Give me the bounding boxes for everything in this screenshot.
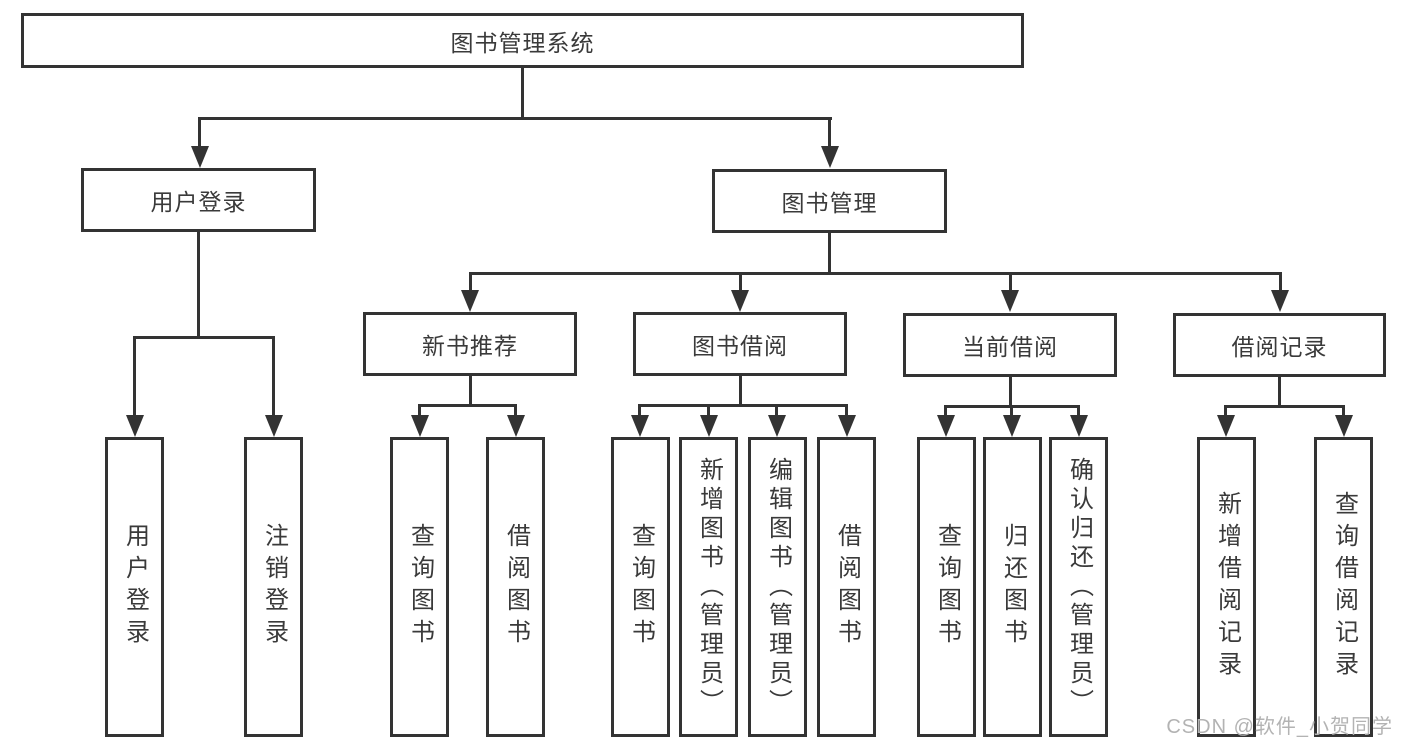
connector-line: [1278, 272, 1282, 292]
arrowhead-down-icon: [837, 415, 856, 437]
connector-line: [638, 404, 848, 407]
connector-line: [133, 336, 136, 415]
node-borrowing-records: 借阅记录: [1173, 313, 1386, 377]
arrowhead-down-icon: [1216, 415, 1235, 437]
node-label: 当前借阅: [962, 334, 1058, 360]
connector-line: [198, 117, 201, 148]
leaf-add-book-admin: 新增图书（管理员）: [679, 437, 738, 737]
leaf-user-login: 用户登录: [105, 437, 164, 737]
leaf-label: 注销登录: [260, 523, 288, 651]
connector-line: [468, 272, 1282, 275]
leaf-borrow-books-recommend: 借阅图书: [486, 437, 545, 737]
leaf-borrow-books: 借阅图书: [817, 437, 876, 737]
node-label: 用户登录: [150, 189, 247, 215]
leaf-label: 归还图书: [999, 523, 1027, 651]
leaf-query-books-borrow: 查询图书: [611, 437, 670, 737]
connector-line: [521, 67, 524, 120]
node-book-borrowing: 图书借阅: [633, 312, 847, 376]
leaf-label: 确认归还（管理员）: [1065, 456, 1093, 718]
connector-line: [1008, 377, 1012, 408]
connector-line: [707, 404, 710, 417]
leaf-edit-book-admin: 编辑图书（管理员）: [748, 437, 807, 737]
leaf-label: 用户登录: [121, 523, 149, 651]
node-label: 图书管理: [781, 190, 878, 216]
leaf-label: 查询图书: [933, 523, 961, 651]
connector-line: [197, 232, 200, 337]
leaf-logout: 注销登录: [244, 437, 303, 737]
arrowhead-down-icon: [264, 415, 283, 437]
connector-line: [1278, 377, 1281, 408]
arrowhead-down-icon: [731, 290, 749, 312]
node-current-borrowing: 当前借阅: [903, 313, 1117, 377]
connector-line: [198, 117, 832, 120]
connector-line: [468, 272, 472, 292]
node-label: 借阅记录: [1231, 334, 1328, 360]
arrowhead-down-icon: [1069, 415, 1088, 437]
arrowhead-down-icon: [125, 415, 144, 437]
node-new-book-recommendation: 新书推荐: [363, 312, 577, 376]
leaf-label: 查询借阅记录: [1330, 491, 1358, 683]
leaf-label: 借阅图书: [833, 523, 861, 651]
connector-line: [1224, 405, 1345, 408]
leaf-add-borrow-record: 新增借阅记录: [1197, 437, 1256, 737]
leaf-label: 查询图书: [406, 523, 434, 651]
arrowhead-down-icon: [936, 415, 955, 437]
connector-line: [845, 404, 848, 417]
arrowhead-down-icon: [1271, 290, 1289, 312]
leaf-query-borrow-record: 查询借阅记录: [1314, 437, 1373, 737]
arrowhead-down-icon: [461, 290, 479, 312]
connector-line: [828, 233, 831, 274]
connector-line: [944, 405, 947, 417]
node-user-login-branch: 用户登录: [81, 168, 316, 232]
connector-line: [514, 404, 517, 417]
leaf-return-book: 归还图书: [983, 437, 1042, 737]
arrowhead-down-icon: [1002, 415, 1021, 437]
node-library-management-system: 图书管理系统: [21, 13, 1024, 68]
arrowhead-down-icon: [630, 415, 649, 437]
arrowhead-down-icon: [699, 415, 718, 437]
connector-line: [828, 117, 831, 148]
node-label: 新书推荐: [422, 333, 518, 359]
connector-line: [738, 272, 742, 292]
connector-line: [418, 404, 421, 417]
leaf-label: 新增借阅记录: [1213, 491, 1241, 683]
leaf-label: 编辑图书（管理员）: [764, 456, 792, 718]
arrowhead-down-icon: [506, 415, 525, 437]
connector-line: [1008, 272, 1012, 292]
connector-line: [1077, 405, 1080, 417]
connector-line: [133, 336, 275, 339]
arrowhead-down-icon: [410, 415, 429, 437]
arrowhead-down-icon: [190, 146, 209, 168]
node-label: 图书管理系统: [450, 29, 595, 56]
connector-line: [638, 404, 641, 417]
arrowhead-down-icon: [1334, 415, 1353, 437]
leaf-label: 借阅图书: [502, 523, 530, 651]
csdn-watermark: CSDN @软件_小贺同学: [1166, 716, 1393, 738]
connector-line: [272, 336, 275, 415]
connector-line: [468, 376, 472, 407]
connector-line: [1342, 405, 1345, 417]
arrowhead-down-icon: [820, 146, 839, 168]
leaf-query-books-current: 查询图书: [917, 437, 976, 737]
leaf-query-books-recommend: 查询图书: [390, 437, 449, 737]
leaf-confirm-return-admin: 确认归还（管理员）: [1049, 437, 1108, 737]
leaf-label: 新增图书（管理员）: [695, 456, 723, 718]
connector-line: [775, 404, 778, 417]
node-label: 图书借阅: [692, 333, 788, 359]
connector-line: [418, 404, 517, 407]
connector-line: [1224, 405, 1227, 417]
connector-line: [1010, 405, 1013, 417]
arrowhead-down-icon: [767, 415, 786, 437]
connector-line: [738, 376, 742, 407]
leaf-label: 查询图书: [627, 523, 655, 651]
node-book-management: 图书管理: [712, 169, 947, 233]
arrowhead-down-icon: [1001, 290, 1019, 312]
